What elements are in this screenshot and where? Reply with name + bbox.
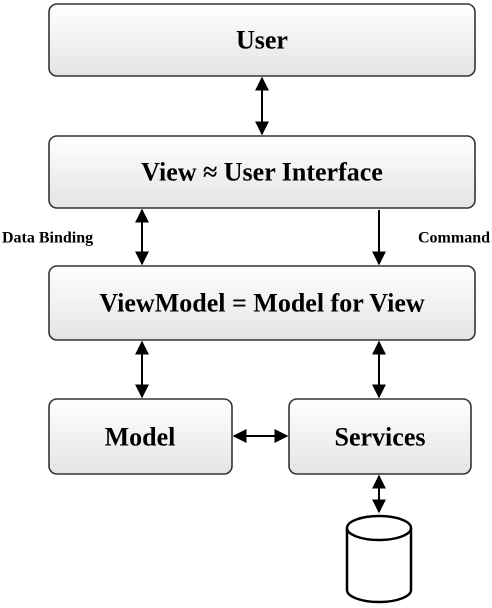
view-box-label: View ≈ User Interface: [141, 158, 383, 187]
viewmodel-box-label: ViewModel = Model for View: [99, 289, 425, 318]
services-box-label: Services: [335, 423, 426, 452]
model-box-label: Model: [105, 423, 176, 452]
viewmodel-box: ViewModel = Model for View: [48, 265, 476, 341]
services-box: Services: [288, 398, 472, 475]
database-cylinder-icon: [345, 514, 413, 604]
data-binding-label: Data Binding: [2, 230, 93, 247]
command-label: Command: [418, 230, 490, 247]
user-box-label: User: [236, 26, 288, 55]
model-box: Model: [48, 398, 233, 475]
view-box: View ≈ User Interface: [48, 135, 476, 209]
user-box: User: [48, 3, 476, 77]
